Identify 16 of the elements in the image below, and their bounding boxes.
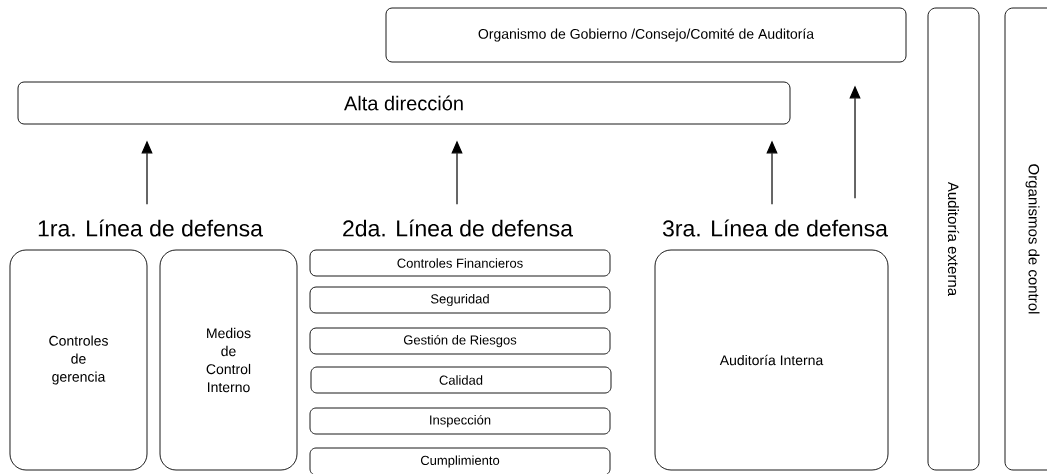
governance-box: Organismo de Gobierno /Consejo/Comité de Auditoría <box>385 7 907 63</box>
function-box: Calidad <box>310 366 612 394</box>
process-box: Auditoría Interna <box>654 249 889 471</box>
line-heading: 3ra. Línea de defensa <box>662 219 888 237</box>
process-box: Controles de gerencia <box>9 249 148 471</box>
line-heading: 1ra. Línea de defensa <box>38 219 263 237</box>
external-audit-band: Auditoría externa <box>927 7 980 471</box>
function-box: Seguridad <box>309 286 611 314</box>
control-bodies-band: Organismos de control <box>1004 7 1047 471</box>
function-box: Cumplimiento <box>309 447 611 474</box>
function-box: Inspección <box>309 407 611 435</box>
line-heading: 2da. Línea de defensa <box>343 219 573 237</box>
process-box: Medios de Control Interno <box>159 249 298 471</box>
function-box: Controles Financieros <box>309 249 611 277</box>
function-box: Gestión de Riesgos <box>309 327 611 355</box>
management-box: Alta dirección <box>17 81 791 125</box>
